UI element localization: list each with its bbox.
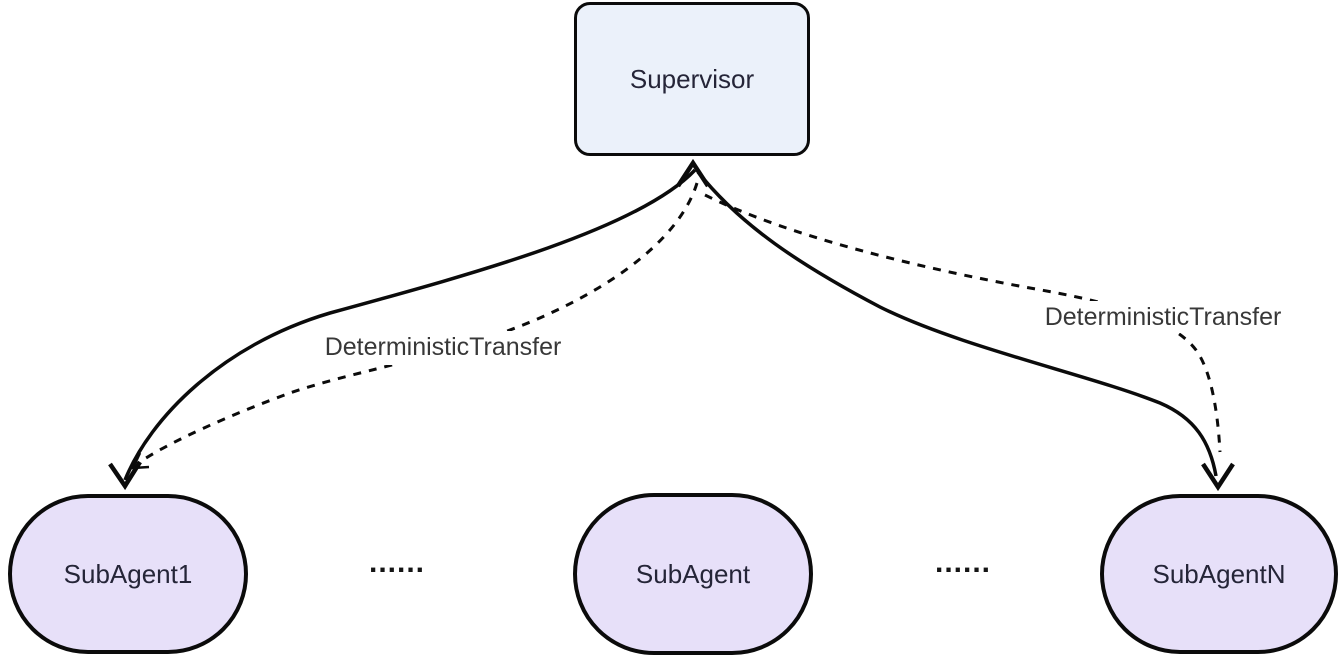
node-subagent1: SubAgent1 bbox=[8, 494, 248, 654]
node-subagent-label: SubAgent bbox=[635, 558, 751, 589]
node-subagentn: SubAgentN bbox=[1100, 494, 1338, 654]
node-supervisor-label: Supervisor bbox=[629, 63, 755, 94]
arrowhead-up-supervisor-icon bbox=[676, 158, 710, 188]
edge-supervisor-subagent1-solid bbox=[123, 168, 697, 481]
edge-supervisor-subagentn-solid bbox=[696, 170, 1218, 477]
node-subagent1-label: SubAgent1 bbox=[63, 558, 193, 589]
edge-deterministic-transfer-subagent1-dashed bbox=[136, 182, 699, 466]
ellipsis-right: ...... bbox=[934, 546, 991, 579]
ellipsis-left: ...... bbox=[368, 546, 425, 579]
arrowhead-down-subagentn-icon bbox=[1201, 462, 1235, 492]
arrowhead-down-subagent1-dashed-icon bbox=[130, 452, 150, 470]
node-subagentn-label: SubAgentN bbox=[1152, 558, 1286, 589]
node-supervisor: Supervisor bbox=[574, 2, 810, 156]
edge-label-deterministic-transfer-left: DeterministicTransfer bbox=[288, 331, 598, 365]
arrowhead-down-subagent1-icon bbox=[108, 460, 142, 491]
node-subagent: SubAgent bbox=[573, 493, 813, 655]
edge-label-deterministic-transfer-right: DeterministicTransfer bbox=[1013, 301, 1313, 333]
edge-deterministic-transfer-subagentn-dashed bbox=[704, 193, 1222, 453]
